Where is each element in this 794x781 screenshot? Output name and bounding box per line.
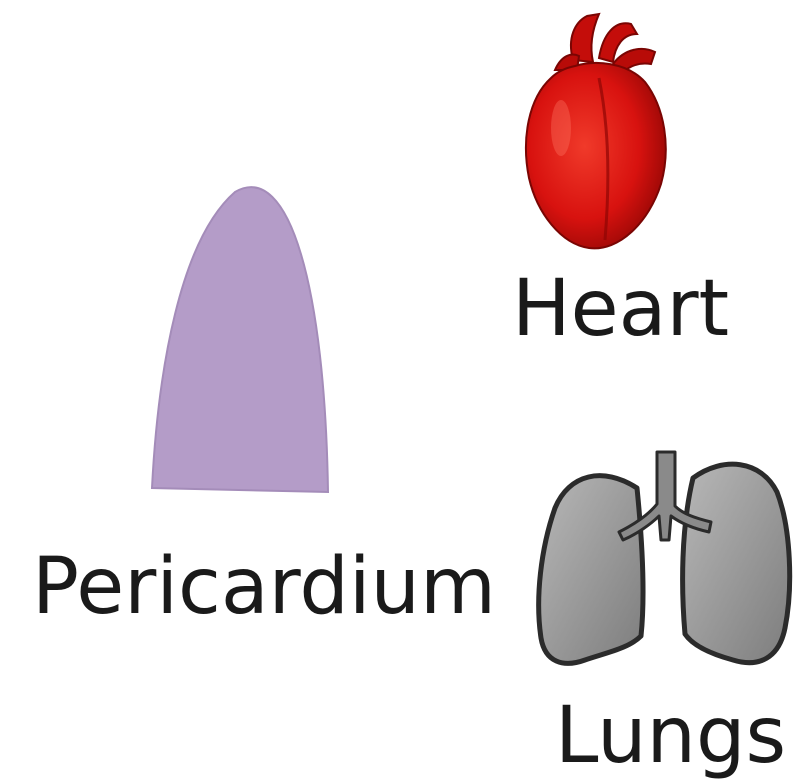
heart-label: Heart — [512, 270, 729, 348]
lungs-icon — [533, 448, 794, 688]
heart-icon — [515, 8, 675, 253]
pericardium-shape-icon — [140, 180, 340, 500]
pericardium-label: Pericardium — [32, 548, 496, 626]
lungs-label: Lungs — [555, 697, 786, 775]
